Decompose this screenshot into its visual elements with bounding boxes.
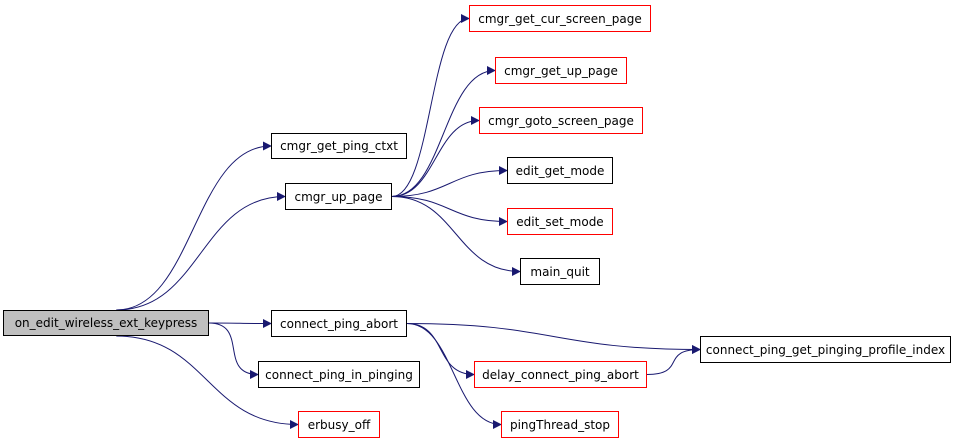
node-delay-connect-ping-abort[interactable]: delay_connect_ping_abort (474, 361, 647, 388)
edge-connect_ping_abort-to-connect_ping_get_pinging_profile_index (406, 323, 701, 354)
edge-cmgr_up_page-to-main_quit (391, 196, 521, 276)
edge-cmgr_up_page-to-cmgr_get_cur_screen_page (391, 14, 470, 197)
node-label: cmgr_goto_screen_page (488, 113, 634, 128)
node-connect-ping-get-pinging-profile-index[interactable]: connect_ping_get_pinging_profile_index (700, 336, 951, 363)
node-label: main_quit (530, 264, 590, 279)
node-label: connect_ping_abort (280, 316, 398, 331)
edge-root-to-cmgr_get_ping_ctxt (116, 141, 272, 311)
node-label: connect_ping_in_pinging (265, 367, 413, 382)
node-label: edit_get_mode (515, 163, 605, 178)
node-label: pingThread_stop (509, 417, 611, 432)
edge-root-to-connect_ping_abort (208, 318, 272, 328)
node-edit-set-mode[interactable]: edit_set_mode (507, 208, 613, 235)
node-edit-get-mode[interactable]: edit_get_mode (507, 157, 613, 184)
edge-root-to-erbusy_off (116, 335, 299, 429)
node-label: edit_set_mode (516, 214, 604, 229)
node-label: cmgr_get_cur_screen_page (478, 11, 642, 26)
edge-root-to-connect_ping_in_pinging (208, 322, 259, 379)
node-connect-ping-in-pinging[interactable]: connect_ping_in_pinging (258, 361, 420, 388)
node-cmgr-up-page[interactable]: cmgr_up_page (285, 183, 392, 210)
node-erbusy-off[interactable]: erbusy_off (298, 411, 380, 438)
node-label: erbusy_off (307, 417, 371, 432)
node-label: cmgr_up_page (294, 189, 383, 204)
node-pingthread-stop[interactable]: pingThread_stop (501, 411, 619, 438)
node-connect-ping-abort[interactable]: connect_ping_abort (271, 310, 407, 337)
node-label: on_edit_wireless_ext_keypress (14, 316, 198, 330)
node-on-edit-wireless-ext-keypress[interactable]: on_edit_wireless_ext_keypress (3, 310, 209, 336)
edge-root-to-cmgr_up_page (116, 192, 286, 311)
node-cmgr-get-ping-ctxt[interactable]: cmgr_get_ping_ctxt (271, 133, 407, 159)
edge-cmgr_up_page-to-cmgr_goto_screen_page (391, 116, 480, 197)
node-label: cmgr_get_ping_ctxt (280, 139, 398, 153)
edge-cmgr_up_page-to-edit_get_mode (391, 166, 508, 197)
node-cmgr-get-up-page[interactable]: cmgr_get_up_page (495, 57, 627, 84)
node-cmgr-goto-screen-page[interactable]: cmgr_goto_screen_page (479, 107, 643, 134)
edge-connect_ping_abort-to-pingThread_stop (406, 323, 502, 429)
edge-delay_connect_ping_abort-to-connect_ping_get_pinging_profile_index (646, 345, 701, 375)
edge-cmgr_up_page-to-cmgr_get_up_page (391, 66, 496, 197)
node-label: cmgr_get_up_page (504, 63, 618, 78)
node-label: delay_connect_ping_abort (482, 367, 639, 382)
edge-cmgr_up_page-to-edit_set_mode (391, 196, 508, 226)
node-label: connect_ping_get_pinging_profile_index (705, 342, 946, 357)
node-main-quit[interactable]: main_quit (520, 258, 600, 285)
node-cmgr-get-cur-screen-page[interactable]: cmgr_get_cur_screen_page (469, 5, 651, 32)
